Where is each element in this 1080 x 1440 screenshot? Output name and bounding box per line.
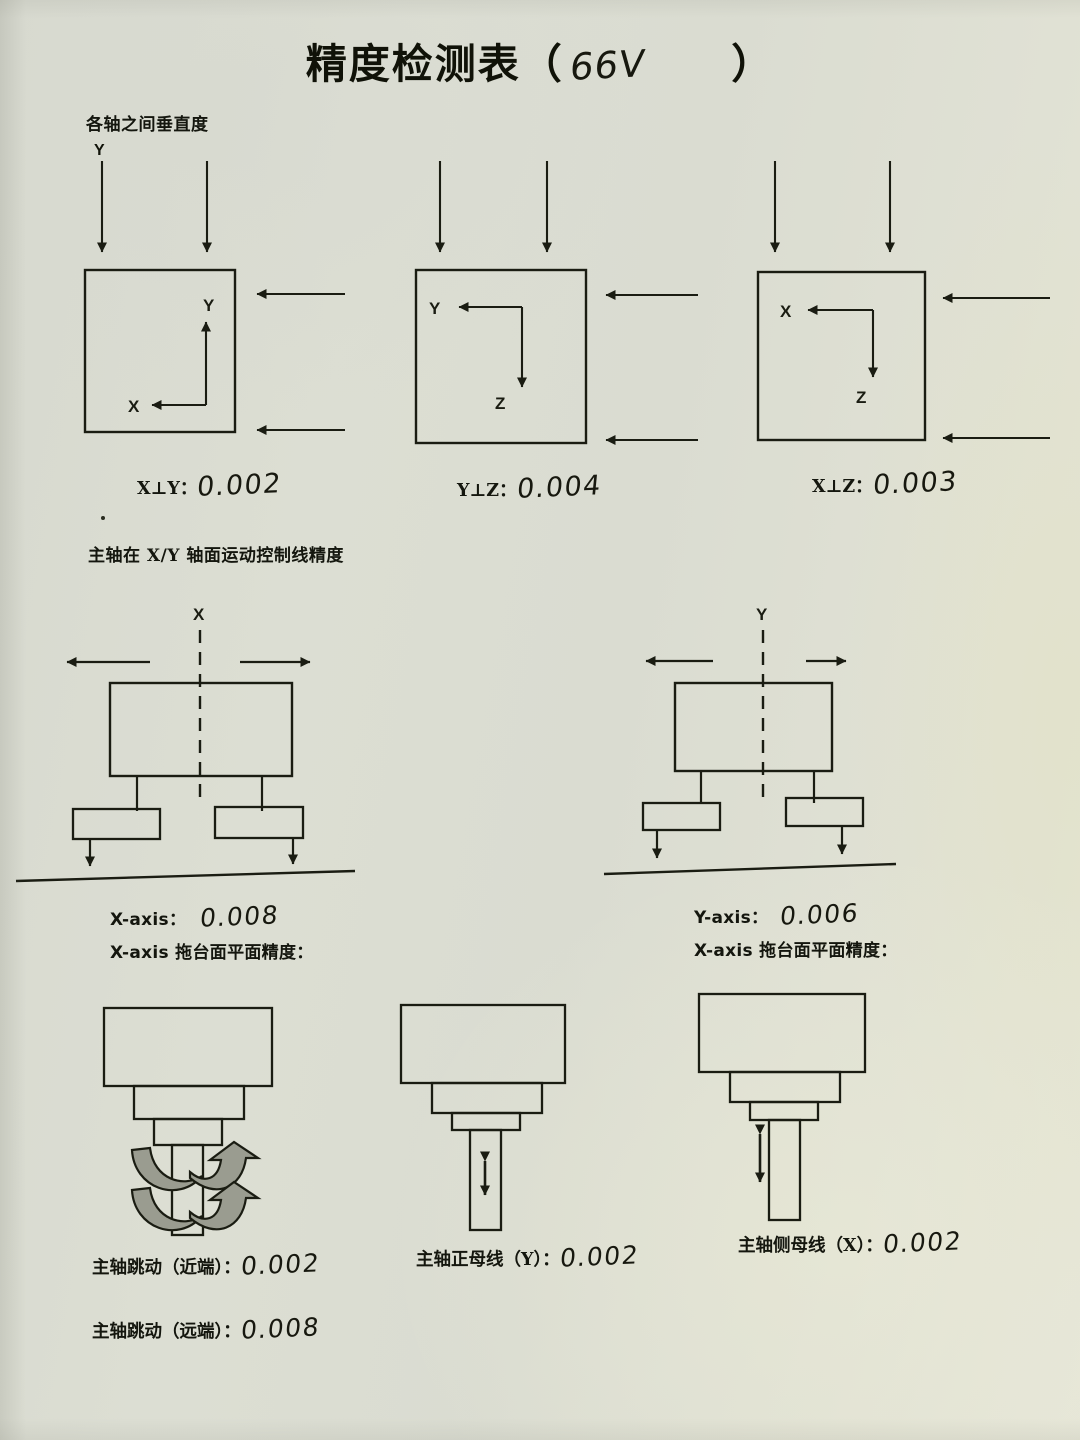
stray-ink-dot (101, 516, 105, 520)
measurement-spindle-runout-near: 主轴跳动（近端）：0.002 (92, 1248, 322, 1281)
measurement-label: 主轴侧母线（X）： (738, 1236, 883, 1256)
diagram-spindle-side-generatrix (682, 982, 972, 1232)
measurement-y-perp-z: Y⊥Z：0.004 (457, 470, 603, 505)
measurement-value: 0.002 (881, 1226, 964, 1259)
measurement-value: 0.004 (515, 470, 603, 505)
centerline-label-y: Y (756, 605, 768, 624)
sublabel-x-axis-table-flatness: X-axis 拖台面平面精度： (110, 943, 314, 963)
diagram-x-axis-straightness: X (10, 596, 430, 886)
section-2-heading: 主轴在 X/Y 轴面运动控制线精度 (88, 546, 344, 566)
diagram-spindle-front-generatrix (392, 993, 682, 1238)
section-1-heading: 各轴之间垂直度 (86, 115, 209, 135)
title-handwritten-model: 66V (567, 41, 648, 90)
page-title: 精度检测表（66V ） (0, 30, 1080, 90)
centerline-label-x: X (193, 605, 205, 624)
measurement-label: X⊥Y： (137, 479, 198, 499)
measurement-label-2: 主轴跳动（远端）： (92, 1322, 241, 1342)
axis-label-z: Z (856, 388, 866, 407)
diagram-spindle-runout (82, 992, 382, 1242)
measurement-label: X-axis： (110, 910, 187, 930)
diagram-y-perp-z: Y Z (375, 155, 735, 455)
runout-crescent-upper (130, 1146, 203, 1192)
measurement-label: 主轴跳动（近端）： (92, 1258, 241, 1278)
runout-arrow-upper (188, 1140, 262, 1191)
measurement-spindle-front-generatrix: 主轴正母线（Y）：0.002 (416, 1240, 641, 1273)
diagram-x-perp-z: X Z (710, 155, 1080, 455)
axis-label-z: Z (495, 394, 505, 413)
measurement-label: X⊥Z： (812, 477, 873, 497)
measurement-x-perp-y: X⊥Y：0.002 (137, 468, 284, 503)
measurement-value: 0.006 (778, 898, 861, 931)
measurement-value: 0.008 (198, 900, 281, 933)
sublabel-y-axis-table-flatness: X-axis 拖台面平面精度： (694, 941, 898, 961)
measurement-spindle-side-generatrix: 主轴侧母线（X）：0.002 (738, 1226, 964, 1259)
measurement-label: 主轴正母线（Y）： (416, 1250, 560, 1270)
diagram-y-axis-straightness: Y (603, 596, 1038, 886)
measurement-x-axis: X-axis： 0.008 (110, 900, 281, 933)
measurement-value: 0.002 (195, 468, 284, 503)
measurement-y-axis: Y-axis： 0.006 (694, 898, 861, 931)
axis-label-x: X (780, 302, 792, 321)
axis-label-y: Y (429, 299, 441, 318)
measurement-value: 0.003 (871, 466, 959, 501)
runout-crescent-lower (130, 1186, 203, 1232)
measurement-spindle-runout-far: 主轴跳动（远端）：0.008 (92, 1312, 322, 1345)
measurement-label: Y-axis： (694, 908, 769, 928)
measurement-value: 0.002 (558, 1240, 641, 1273)
page-title-text: 精度检测表（ (305, 40, 564, 88)
measurement-value-2: 0.008 (239, 1312, 322, 1345)
runout-arrow-lower (188, 1180, 262, 1231)
axis-label-x: X (128, 397, 140, 416)
measurement-x-perp-z: X⊥Z：0.003 (812, 466, 959, 501)
axis-label-y: Y (203, 296, 215, 315)
page-title-close: ） (731, 40, 775, 88)
diagram-x-perp-y: Y X (40, 155, 400, 455)
measurement-label: Y⊥Z： (457, 481, 517, 501)
measurement-value: 0.002 (239, 1248, 322, 1281)
section-1-top-axis-label: Y (94, 142, 105, 159)
